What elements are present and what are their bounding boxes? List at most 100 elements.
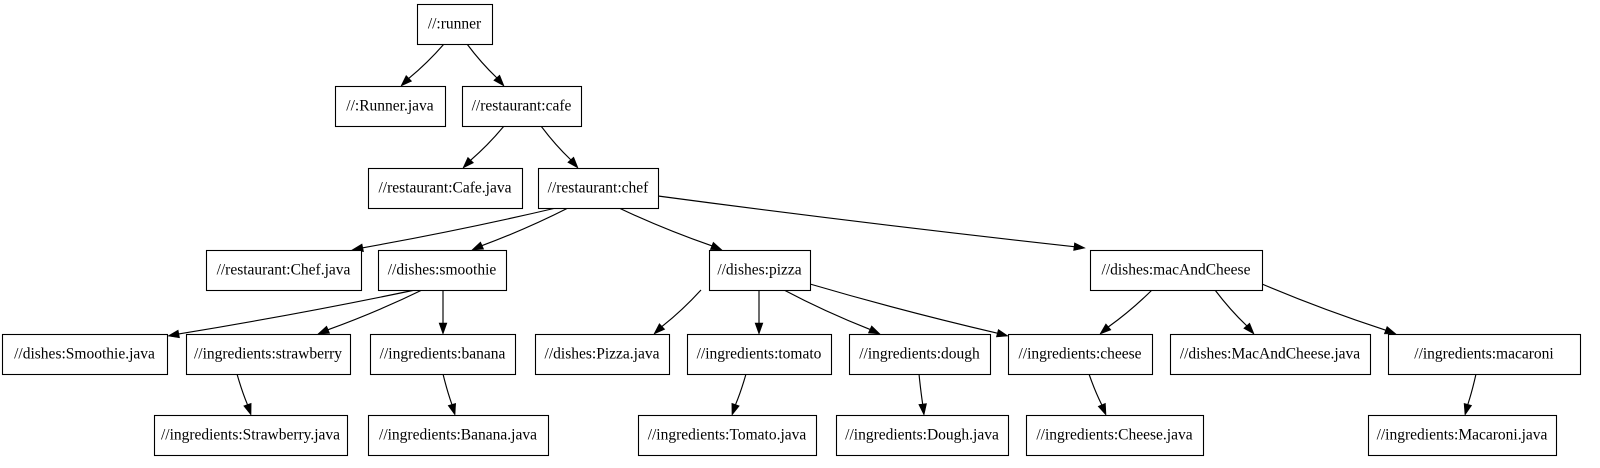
graph-node-mac_java[interactable]: //dishes:MacAndCheese.java <box>1169 333 1372 376</box>
node-box[interactable] <box>367 414 550 457</box>
node-label: //ingredients:strawberry <box>194 346 342 363</box>
node-label: //ingredients:Tomato.java <box>648 427 807 444</box>
graph-node-dishes_smoothie[interactable]: //dishes:smoothie <box>377 249 508 292</box>
node-label: //ingredients:macaroni <box>1414 346 1554 363</box>
node-label: //ingredients:Dough.java <box>845 427 999 444</box>
edge-line <box>657 195 1075 248</box>
node-box[interactable] <box>534 333 671 376</box>
node-box[interactable] <box>1367 414 1558 457</box>
graph-node-strawberry_java[interactable]: //ingredients:Strawberry.java <box>153 414 349 457</box>
edge-arrowhead <box>918 403 927 416</box>
node-box[interactable] <box>1169 333 1372 376</box>
node-box[interactable] <box>1387 333 1582 376</box>
node-box[interactable] <box>416 3 494 46</box>
graph-node-runner[interactable]: //:runner <box>416 3 494 46</box>
graph-node-cheese_java[interactable]: //ingredients:Cheese.java <box>1025 414 1205 457</box>
edge-line <box>327 289 423 331</box>
node-box[interactable] <box>1025 414 1205 457</box>
node-box[interactable] <box>708 249 812 292</box>
node-label: //dishes:pizza <box>717 262 801 279</box>
graph-node-ing_strawberry[interactable]: //ingredients:strawberry <box>185 333 352 376</box>
node-box[interactable] <box>369 333 517 376</box>
node-label: //ingredients:Strawberry.java <box>161 427 340 444</box>
edge-arrowhead <box>653 323 666 335</box>
graph-node-chef_java[interactable]: //restaurant:Chef.java <box>205 249 363 292</box>
graph-node-tomato_java[interactable]: //ingredients:Tomato.java <box>637 414 818 457</box>
edge-arrowhead <box>1243 322 1255 335</box>
node-box[interactable] <box>461 85 583 128</box>
graph-node-restaurant_chef[interactable]: //restaurant:chef <box>537 167 660 210</box>
node-box[interactable] <box>686 333 833 376</box>
node-box[interactable] <box>334 85 447 128</box>
graph-node-dishes_mac[interactable]: //dishes:macAndCheese <box>1089 249 1264 292</box>
graph-node-ing_tomato[interactable]: //ingredients:tomato <box>686 333 833 376</box>
node-box[interactable] <box>367 167 524 210</box>
graph-node-ing_dough[interactable]: //ingredients:dough <box>848 333 992 376</box>
edge-arrowhead <box>1073 242 1086 251</box>
graph-node-smoothie_java[interactable]: //dishes:Smoothie.java <box>1 333 169 376</box>
node-label: //dishes:smoothie <box>388 262 497 279</box>
node-box[interactable] <box>1 333 169 376</box>
node-label: //ingredients:Banana.java <box>379 427 537 444</box>
graph-node-ing_banana[interactable]: //ingredients:banana <box>369 333 517 376</box>
edge-arrowhead <box>243 402 252 416</box>
graph-node-cafe_java[interactable]: //restaurant:Cafe.java <box>367 167 524 210</box>
edge-line <box>783 289 871 330</box>
node-box[interactable] <box>153 414 349 457</box>
edge-arrowhead <box>438 322 448 335</box>
graph-node-restaurant_cafe[interactable]: //restaurant:cafe <box>461 85 583 128</box>
edge-line <box>618 207 713 247</box>
node-box[interactable] <box>835 414 1010 457</box>
edge-arrowhead <box>317 325 331 335</box>
node-label: //restaurant:chef <box>548 180 650 197</box>
node-label: //:runner <box>428 16 482 33</box>
edge-line <box>178 289 416 335</box>
edge-line <box>1261 283 1386 331</box>
edge-arrowhead <box>462 156 474 169</box>
edge-line <box>470 125 505 161</box>
graph-node-dishes_pizza[interactable]: //dishes:pizza <box>708 249 812 292</box>
node-box[interactable] <box>185 333 352 376</box>
graph-node-pizza_java[interactable]: //dishes:Pizza.java <box>534 333 671 376</box>
node-box[interactable] <box>205 249 363 292</box>
node-box[interactable] <box>637 414 818 457</box>
edge-arrowhead <box>400 75 413 87</box>
graph-node-ing_macaroni[interactable]: //ingredients:macaroni <box>1387 333 1582 376</box>
node-label: //ingredients:dough <box>859 346 980 363</box>
edge-arrowhead <box>731 402 740 416</box>
node-box[interactable] <box>537 167 660 210</box>
graph-node-ing_cheese[interactable]: //ingredients:cheese <box>1007 333 1154 376</box>
node-label: //restaurant:cafe <box>472 98 572 115</box>
node-box[interactable] <box>1007 333 1154 376</box>
edge-line <box>540 125 572 161</box>
edge-line <box>1467 373 1477 405</box>
node-label: //dishes:macAndCheese <box>1102 262 1251 279</box>
node-label: //ingredients:Macaroni.java <box>1377 427 1548 444</box>
edge-line <box>236 373 248 405</box>
edge-arrowhead <box>1383 325 1397 335</box>
node-box[interactable] <box>848 333 992 376</box>
node-box[interactable] <box>1089 249 1264 292</box>
node-label: //dishes:Smoothie.java <box>14 346 155 363</box>
node-box[interactable] <box>377 249 508 292</box>
graph-node-banana_java[interactable]: //ingredients:Banana.java <box>367 414 550 457</box>
edge-line <box>735 373 747 405</box>
edge-arrowhead <box>447 402 456 416</box>
node-label: //ingredients:tomato <box>697 346 822 363</box>
edge-line <box>481 207 569 247</box>
edge-arrowhead <box>995 328 1009 338</box>
edge-line <box>408 43 445 79</box>
edge-line <box>918 373 924 405</box>
node-label: //restaurant:Chef.java <box>217 262 351 279</box>
edge-line <box>809 283 998 334</box>
graph-node-runner_java[interactable]: //:Runner.java <box>334 85 447 128</box>
edges-layer <box>167 43 1477 416</box>
edge-arrowhead <box>1099 323 1112 335</box>
node-label: //restaurant:Cafe.java <box>379 180 512 197</box>
edge-arrowhead <box>867 325 881 335</box>
edge-line <box>362 207 557 249</box>
graph-node-dough_java[interactable]: //ingredients:Dough.java <box>835 414 1010 457</box>
graph-node-macaroni_java[interactable]: //ingredients:Macaroni.java <box>1367 414 1558 457</box>
edge-line <box>1214 289 1248 327</box>
nodes-layer: //:runner //:Runner.java //restaurant:cafe… <box>1 3 1582 457</box>
